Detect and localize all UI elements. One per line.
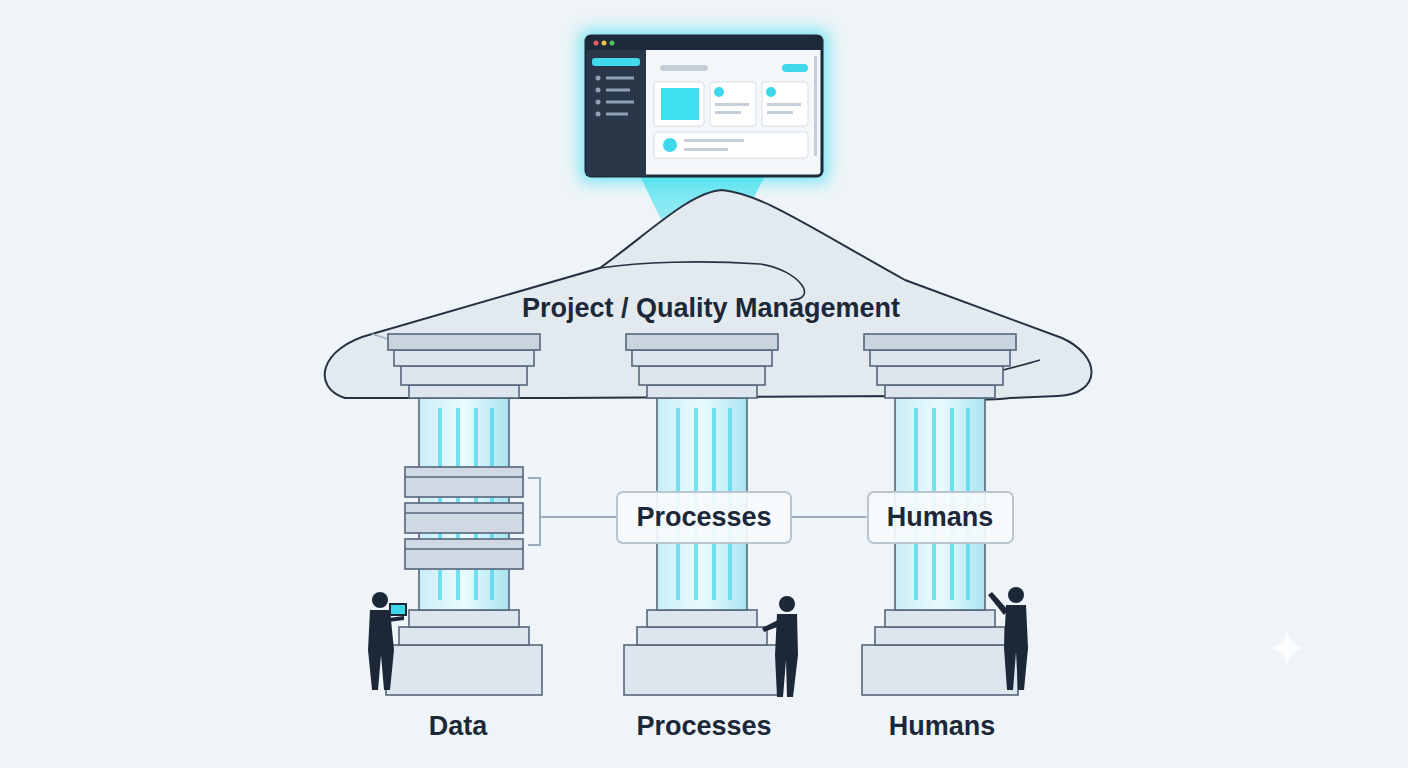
node-text: Processes (636, 501, 771, 533)
connector-line (792, 517, 867, 518)
node-text: Humans (887, 501, 994, 533)
leader-line (540, 516, 616, 518)
node-text: Project / Quality Management (522, 292, 900, 324)
pillar-label: Processes (636, 710, 771, 742)
pillar-label: Humans (889, 710, 996, 742)
roof-band: Project / Quality Management (512, 286, 911, 331)
pillar-label: Data (429, 710, 488, 742)
process-box: Humans (867, 491, 1014, 544)
process-box: Processes (616, 491, 792, 544)
